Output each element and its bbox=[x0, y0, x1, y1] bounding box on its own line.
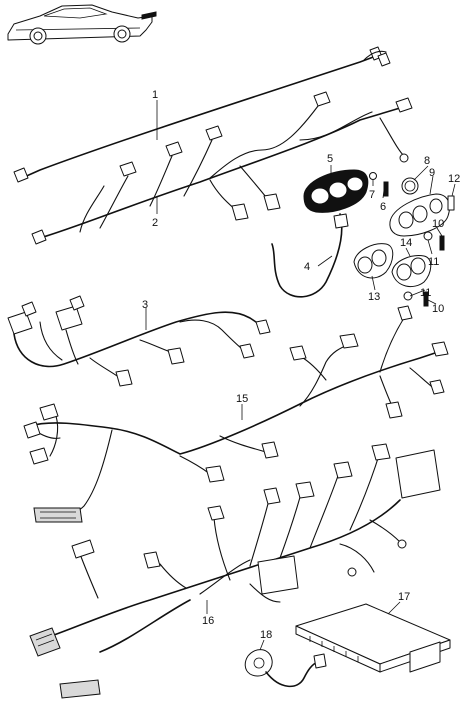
callout-18: 18 bbox=[260, 629, 272, 641]
callout-14: 14 bbox=[400, 237, 412, 249]
panel-9 bbox=[389, 193, 450, 237]
callout-3: 3 bbox=[142, 299, 148, 311]
gauge-housing-5 bbox=[303, 169, 369, 213]
callout-2: 2 bbox=[152, 217, 158, 229]
washer-11b bbox=[403, 291, 413, 301]
callout-1: 1 bbox=[152, 89, 158, 101]
harness-1 bbox=[13, 46, 391, 183]
callout-13: 13 bbox=[368, 291, 380, 303]
screw-10b bbox=[423, 291, 429, 307]
screw-10a bbox=[439, 235, 445, 251]
leader-lines bbox=[145, 100, 456, 651]
bezel-8 bbox=[401, 177, 419, 195]
callout-11a: 11 bbox=[428, 256, 439, 268]
car-silhouette-icon bbox=[7, 4, 157, 45]
callout-7: 7 bbox=[369, 189, 375, 201]
callout-4: 4 bbox=[304, 261, 310, 273]
washer-11a bbox=[423, 231, 433, 241]
harness-4 bbox=[271, 213, 349, 298]
callout-17: 17 bbox=[398, 591, 410, 603]
harness-2 bbox=[31, 91, 413, 245]
callout-11b: 11 bbox=[420, 287, 431, 299]
callout-15: 15 bbox=[236, 393, 248, 405]
screw-6 bbox=[383, 181, 389, 197]
screw-7 bbox=[369, 172, 377, 180]
control-unit-17 bbox=[295, 603, 451, 673]
callout-6: 6 bbox=[380, 201, 386, 213]
clip-12 bbox=[447, 195, 455, 211]
panel-14 bbox=[391, 255, 432, 288]
harness-15 bbox=[23, 305, 449, 523]
gauge-housing-13 bbox=[353, 243, 394, 279]
callout-12: 12 bbox=[448, 173, 460, 185]
callout-16: 16 bbox=[202, 615, 214, 627]
harness-16 bbox=[29, 443, 441, 699]
harness-3 bbox=[7, 295, 271, 387]
sender-18 bbox=[244, 649, 327, 688]
callout-5: 5 bbox=[327, 153, 333, 165]
callout-10b: 10 bbox=[432, 303, 444, 315]
callout-9: 9 bbox=[429, 167, 435, 179]
callout-8: 8 bbox=[424, 155, 430, 167]
callout-10a: 10 bbox=[432, 218, 444, 230]
callout-labels: 1 2 3 4 5 6 7 8 9 10 10 11 11 12 13 14 1… bbox=[142, 89, 460, 641]
